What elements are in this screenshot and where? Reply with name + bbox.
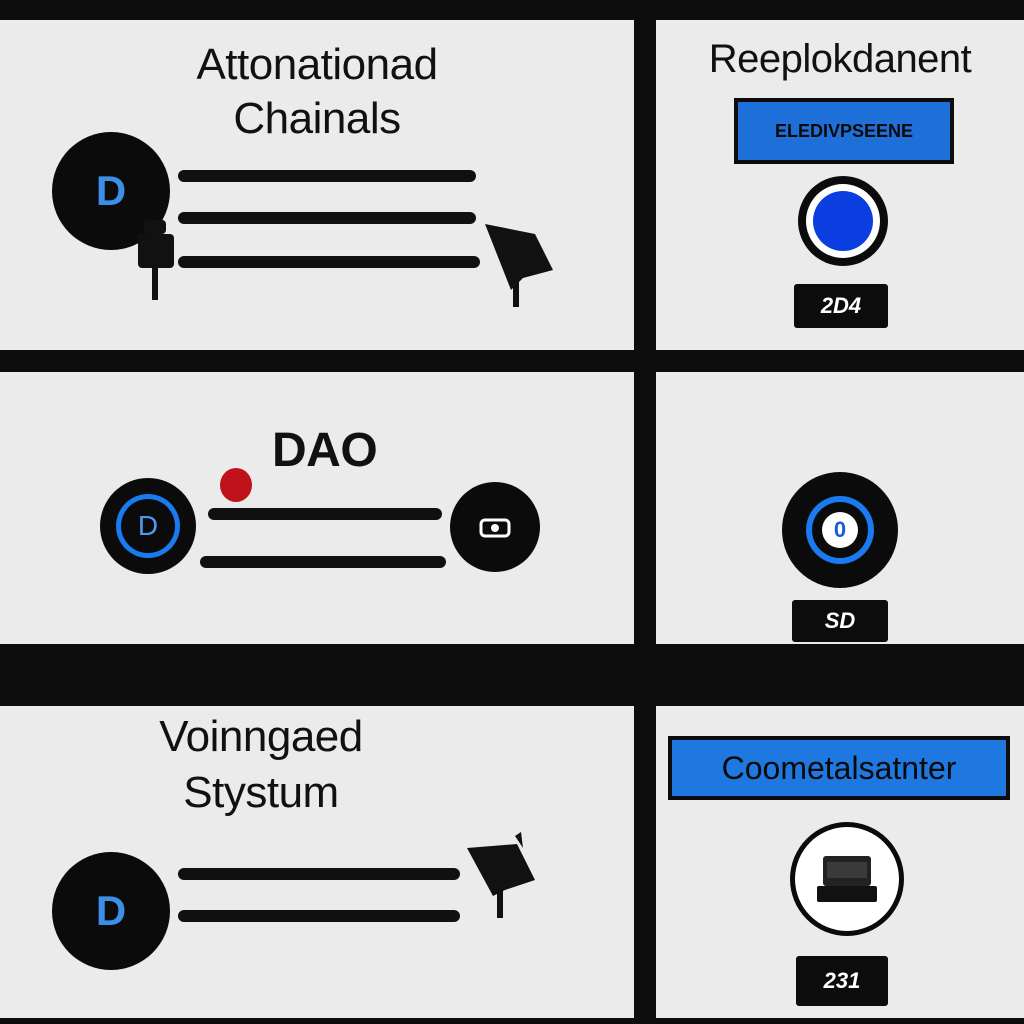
blue-dot-icon [813,191,873,251]
panel-title-line2: Stystum [183,768,339,817]
panel-title: DAO [272,424,378,477]
avatar-letter: 0 [833,517,847,542]
avatar-d-circle[interactable]: D [100,478,196,574]
capture-button[interactable] [790,822,904,936]
record-ring [806,184,880,258]
banner-button[interactable]: Coometalsatnter [668,736,1010,800]
panel-top-left: Attonationad Chainals D [0,20,634,350]
panel-title-line1: Attonationad [196,40,438,89]
record-button[interactable] [798,176,888,266]
avatar-button[interactable]: 0 [782,472,898,588]
device-icon [817,856,877,902]
avatar-d-circle[interactable]: D [52,852,170,970]
red-dot-icon [220,468,252,502]
panel-title-line2: Chainals [233,94,401,143]
content-line [208,508,442,520]
pointer-cursor-icon [485,224,553,307]
panel-title: Reeplokdanent [708,37,972,81]
content-line [178,170,476,182]
avatar-inner: 0 [812,502,868,558]
avatar-letter: D [137,510,159,541]
avatar-letter: D [95,887,127,934]
capture-ring [795,827,899,931]
panel-mid-right: 0 SD [656,372,1024,644]
banner-label: ELEDIVPSEENE [774,120,914,141]
content-line [178,868,460,880]
panel-title-line1: Voinngaed [159,712,363,761]
camera-icon [479,518,511,538]
status-badge: 231 [796,956,888,1006]
avatar-letter: D [95,167,127,214]
content-line [178,910,460,922]
panel-bottom-right: Coometalsatnter 231 [656,706,1024,1018]
banner-button[interactable]: ELEDIVPSEENE [734,98,954,164]
avatar-inner-white: 0 [822,512,858,548]
status-badge: SD [792,600,888,642]
panel-mid-left: DAO D [0,372,634,644]
avatar-inner: D [121,499,175,553]
panel-bottom-left: Voinngaed Stystum D [0,706,634,1018]
status-badge: 2D4 [794,284,888,328]
pointer-cursor-icon [467,832,535,918]
person-icon [138,220,174,300]
banner-label: Coometalsatnter [721,749,957,786]
content-line [178,256,480,268]
panel-top-right: Reeplokdanent ELEDIVPSEENE 2D4 [656,20,1024,350]
camera-button[interactable] [450,482,540,572]
avatar-ring: 0 [806,496,874,564]
content-line [200,556,446,568]
content-line [178,212,476,224]
avatar-ring: D [116,494,180,558]
